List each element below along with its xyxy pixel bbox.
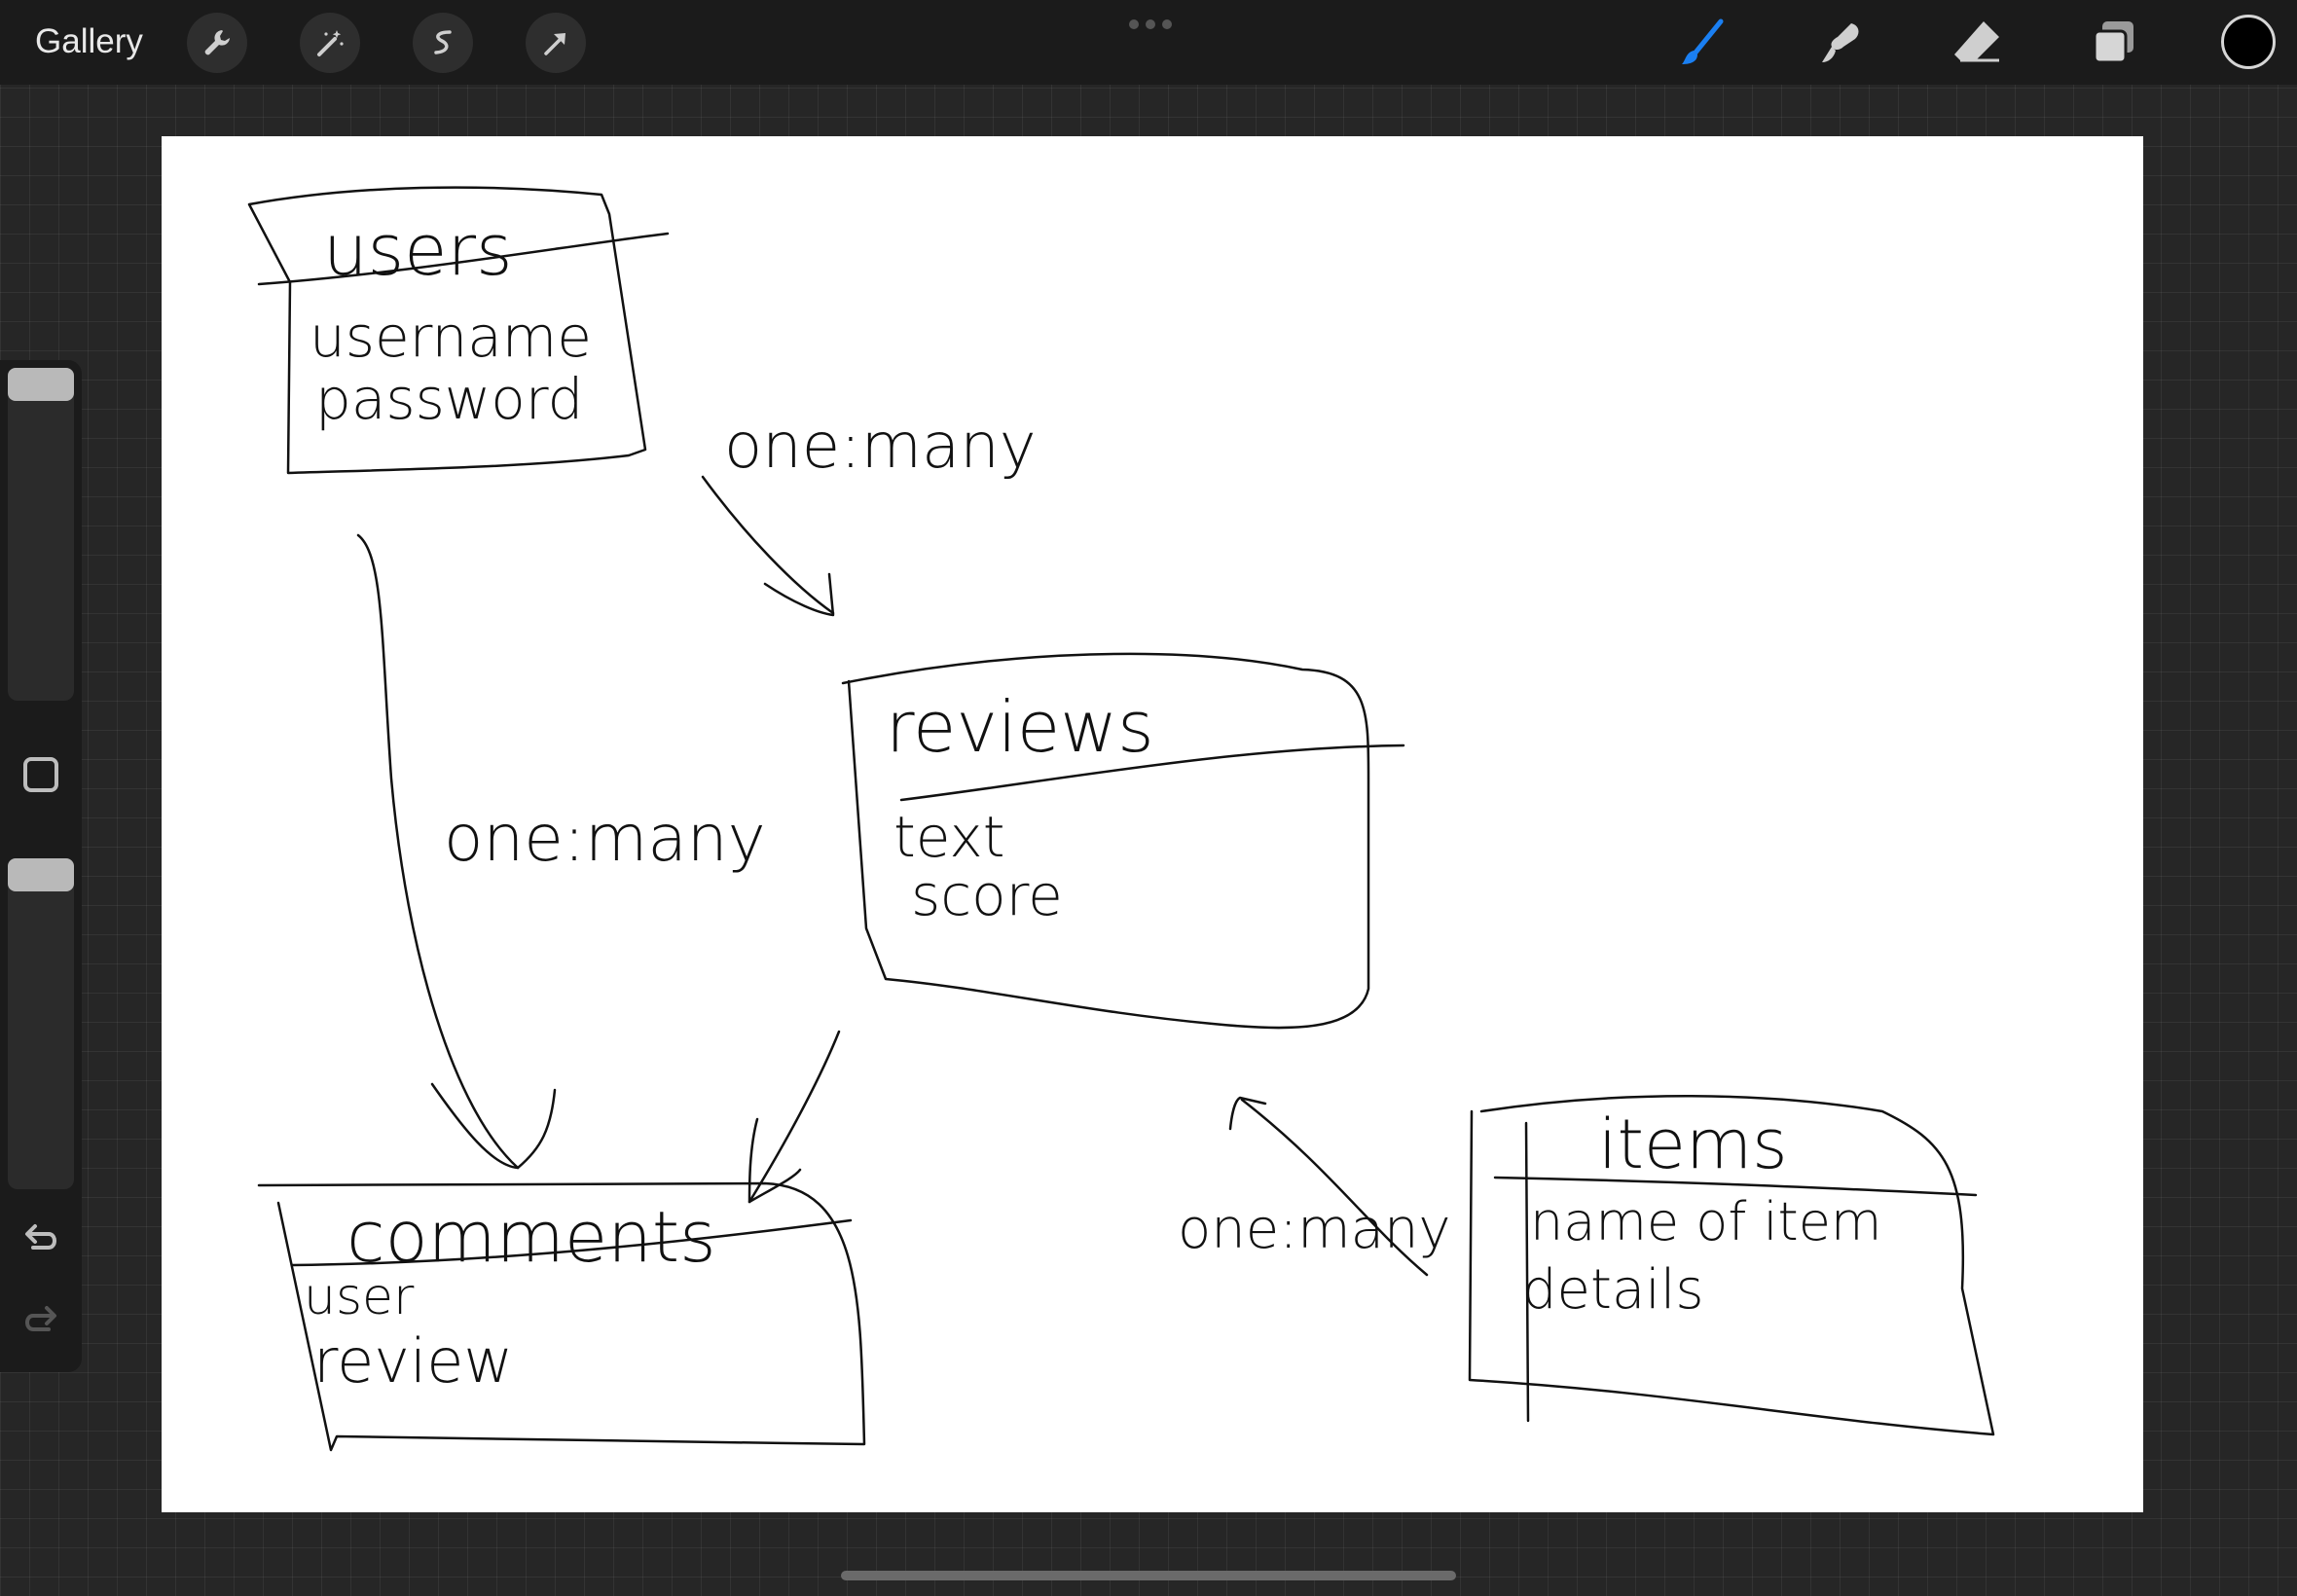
comments-field-user: user [304,1268,415,1326]
comments-field-review: review [313,1325,513,1396]
reviews-header-divider [899,744,1405,802]
brush-size-slider[interactable] [8,370,74,701]
transform-arrow-icon [544,33,565,55]
selection-button[interactable] [413,13,473,73]
selection-icon [434,30,452,54]
transform-button[interactable] [526,13,586,73]
reviews-field-score: score [911,862,1063,928]
users-title: users [323,209,513,291]
wrench-icon [204,30,230,55]
arrow-users-to-comments [356,533,520,1170]
undo-icon[interactable] [19,1216,62,1259]
relation-users-comments-label: one:many [444,801,766,876]
top-toolbar: Gallery [0,0,2297,85]
arrow-reviews-to-comments [747,1030,841,1204]
users-table-box [247,186,647,475]
comments-table-box [257,1181,866,1452]
relation-users-reviews-label: one:many [724,411,1037,483]
eraser-icon [1954,21,1999,62]
items-title: items [1598,1105,1788,1184]
users-field-password: password [315,366,583,432]
smudge-button[interactable] [1812,14,1871,72]
arrow-users-to-reviens [701,475,835,615]
drawing-canvas[interactable]: users username password one:many reviews… [162,136,2143,1512]
items-field-name: name of item [1530,1191,1882,1252]
modify-button[interactable] [23,757,58,792]
opacity-thumb[interactable] [8,858,74,891]
sidebar [0,360,82,1372]
color-picker-button[interactable] [2221,15,2276,69]
opacity-slider[interactable] [8,858,74,1189]
users-field-username: username [310,304,592,370]
gallery-button[interactable]: Gallery [35,22,143,60]
brush-button[interactable] [1676,14,1734,72]
home-indicator[interactable] [841,1571,1456,1580]
reviews-table-box [841,652,1370,1030]
actions-button[interactable] [187,13,247,73]
sketch-layer: users username password one:many reviews… [247,186,1995,1452]
layers-button[interactable] [2085,14,2143,72]
reviews-field-text: text [893,804,1004,870]
relation-items-reviews-label: one:many [1178,1198,1451,1261]
adjustments-button[interactable] [300,13,360,73]
comments-title: comments [346,1196,716,1278]
brush-size-thumb[interactable] [8,368,74,401]
eraser-button[interactable] [1949,14,2007,72]
multitasking-grabber[interactable] [1129,19,1172,29]
reviews-title: reviews [886,686,1154,768]
items-field-details: details [1522,1258,1704,1322]
arrow-items-to-reviews [1240,1098,1429,1277]
brush-icon [1682,18,1724,64]
items-header-divider [1493,1176,1978,1197]
redo-icon[interactable] [19,1298,62,1341]
layers-icon [2093,21,2133,64]
users-header-divider [257,232,670,286]
magic-wand-icon [317,30,344,56]
comments-header-divider [290,1218,853,1267]
smudge-icon [1822,23,1859,62]
